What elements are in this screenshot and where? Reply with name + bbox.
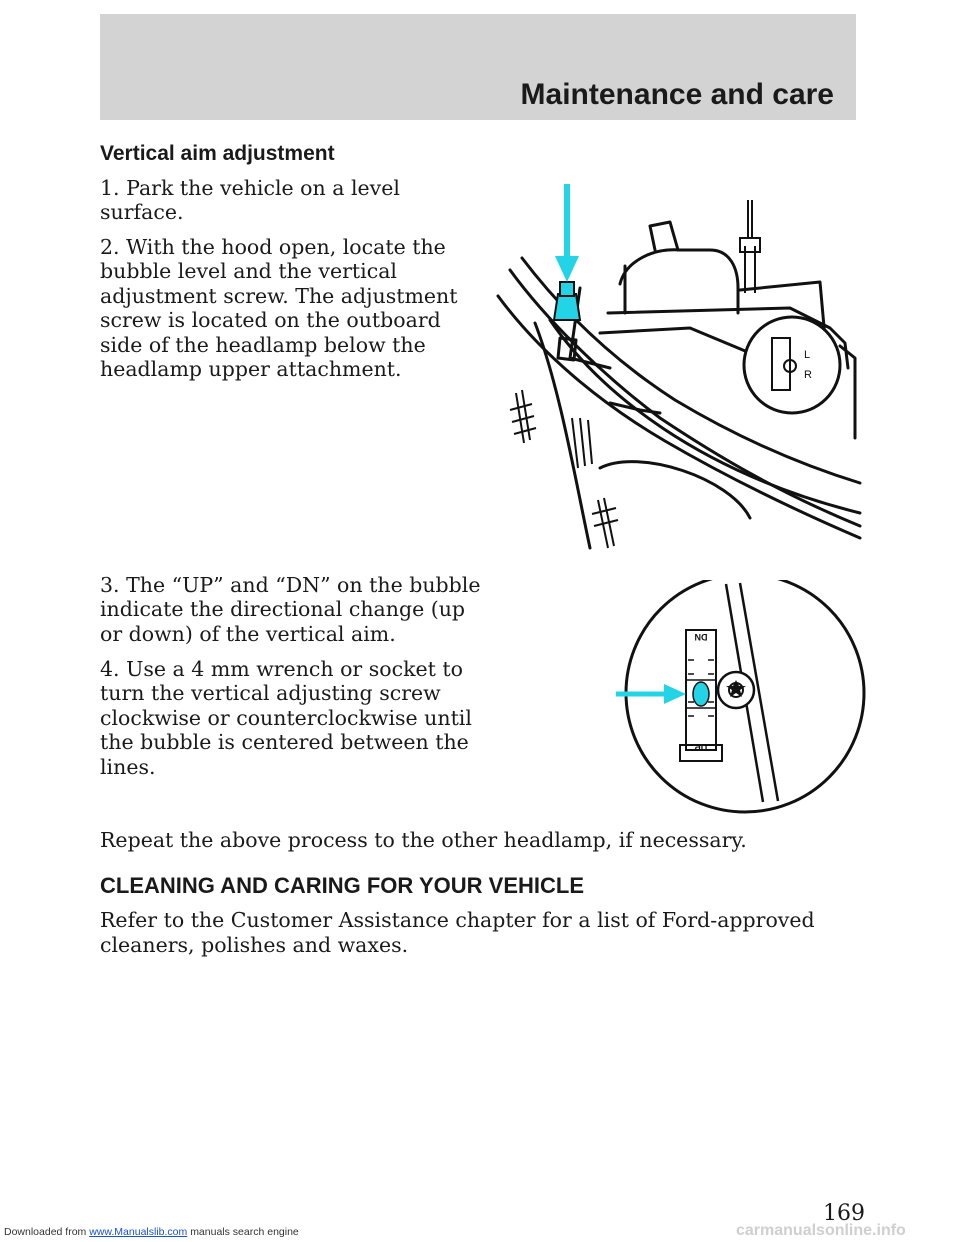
cleaning-text-line: Refer to the Customer Assistance chapter… bbox=[100, 908, 815, 932]
bubble bbox=[692, 681, 710, 707]
step-2-line: side of the headlamp below the bbox=[100, 333, 426, 357]
step-3-line: or down) of the vertical aim. bbox=[100, 622, 396, 646]
page-number: 169 bbox=[823, 1201, 865, 1226]
bubble-level-dial: L R bbox=[742, 315, 842, 415]
vertical-aim-heading: Vertical aim adjustment bbox=[100, 142, 335, 165]
step-4-line: turn the vertical adjusting screw bbox=[100, 681, 441, 705]
pointer-arrow-icon bbox=[555, 184, 579, 282]
manualslib-link[interactable]: www.Manualslib.com bbox=[89, 1226, 188, 1238]
footer-suffix: manuals search engine bbox=[190, 1226, 299, 1238]
header-band: Maintenance and care bbox=[100, 14, 856, 120]
step-1-line: surface. bbox=[100, 200, 184, 224]
step-2-line: bubble level and the vertical bbox=[100, 259, 397, 283]
step-2-line: 2. With the hood open, locate the bbox=[100, 235, 446, 259]
bubble-level-diagram: DN UP bbox=[616, 580, 866, 814]
headlamp-diagram: L R bbox=[496, 184, 862, 550]
step-4-line: lines. bbox=[100, 755, 156, 779]
step-2-line: adjustment screw. The adjustment bbox=[100, 284, 458, 308]
step-4-line: clockwise or counterclockwise until bbox=[100, 706, 472, 730]
step-1-line: 1. Park the vehicle on a level bbox=[100, 176, 400, 200]
label-l: L bbox=[804, 349, 810, 361]
step-3-line: 3. The “UP” and “DN” on the bubble bbox=[100, 573, 481, 597]
pointer-arrow-icon bbox=[616, 684, 686, 704]
label-up: UP bbox=[695, 742, 708, 752]
cleaning-text-line: cleaners, polishes and waxes. bbox=[100, 933, 409, 957]
label-dn: DN bbox=[695, 632, 708, 642]
section-title: Maintenance and care bbox=[520, 78, 834, 111]
cleaning-heading: CLEANING AND CARING FOR YOUR VEHICLE bbox=[100, 873, 585, 898]
step-4-line: 4. Use a 4 mm wrench or socket to bbox=[100, 657, 463, 681]
step-2-line: headlamp upper attachment. bbox=[100, 357, 402, 381]
repeat-note: Repeat the above process to the other he… bbox=[100, 828, 747, 852]
step-4-line: the bubble is centered between the bbox=[100, 730, 469, 754]
download-footer: Downloaded from www.Manualslib.com manua… bbox=[4, 1226, 299, 1238]
label-r: R bbox=[804, 369, 812, 381]
step-3-line: indicate the directional change (up bbox=[100, 597, 466, 621]
adjustment-screw-icon bbox=[552, 281, 582, 321]
watermark-brand: carmanualsonline.info bbox=[736, 1222, 906, 1239]
step-2-line: screw is located on the outboard bbox=[100, 308, 441, 332]
adjusting-screw-icon bbox=[716, 670, 756, 710]
footer-prefix: Downloaded from bbox=[4, 1226, 87, 1238]
